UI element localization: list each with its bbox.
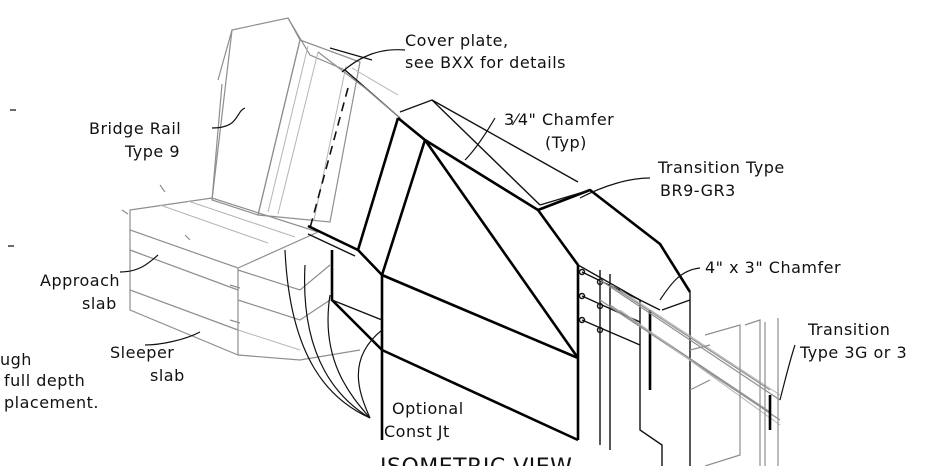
label-optional-jt-line2: Const Jt — [384, 422, 450, 441]
label-approach-slab-line1: Approach — [40, 271, 120, 290]
annotation-labels: Cover plate, see BXX for details Bridge … — [0, 31, 907, 466]
label-transition-3g-line1: Transition — [807, 320, 890, 339]
label-cover-plate-line2: see BXX for details — [405, 53, 566, 72]
cover-plate-geometry — [307, 51, 401, 257]
label-chamfer-34-line1: 3⁄4" Chamfer — [504, 110, 614, 129]
label-optional-jt-line1: Optional — [392, 399, 464, 418]
leader-lines — [8, 47, 796, 419]
approach-slab-geometry — [121, 184, 361, 361]
label-chamfer-4x3: 4" x 3" Chamfer — [705, 258, 841, 277]
label-transition-br9-line2: BR9-GR3 — [660, 181, 736, 200]
label-chamfer-34-line2: (Typ) — [545, 133, 587, 152]
label-approach-slab-line2: slab — [82, 294, 117, 313]
label-bridge-rail-line1: Bridge Rail — [89, 119, 181, 138]
label-bridge-rail-line2: Type 9 — [124, 142, 180, 161]
label-transition-br9-line1: Transition Type — [657, 158, 785, 177]
guardrail-3g-geometry — [599, 279, 781, 466]
label-bottom-title: ISOMETRIC VIEW — [380, 455, 572, 466]
transition-br9-geometry — [330, 99, 692, 466]
label-sleeper-slab-line2: slab — [150, 366, 185, 385]
label-left-note-line3: placement. — [4, 393, 99, 412]
label-left-note-line1: ugh — [0, 350, 32, 369]
label-sleeper-slab-line1: Sleeper — [110, 343, 174, 362]
bridge-rail-geometry — [211, 17, 399, 223]
label-transition-3g-line2: Type 3G or 3 — [799, 343, 907, 362]
label-left-note-line2: full depth — [4, 371, 85, 390]
label-cover-plate-line1: Cover plate, — [405, 31, 509, 50]
